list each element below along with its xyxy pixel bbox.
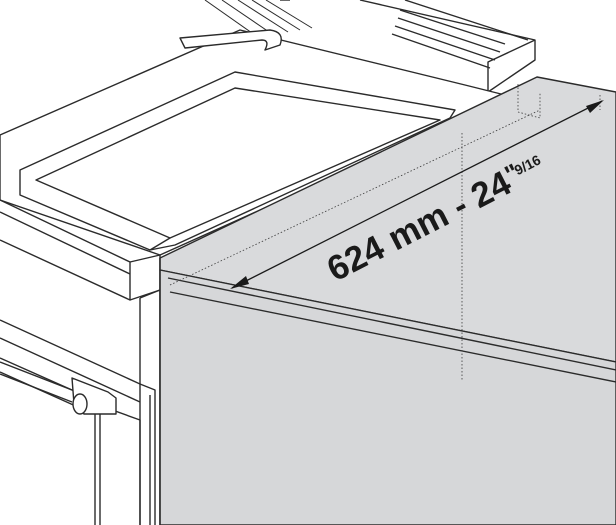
arrow-head-left bbox=[230, 276, 249, 289]
griddle-rail bbox=[179, 29, 282, 51]
oven-door-handle bbox=[0, 361, 117, 415]
back-panel bbox=[280, 0, 536, 93]
cooktop-front-lip bbox=[0, 199, 131, 301]
griddle-plate bbox=[19, 71, 456, 251]
adjacent-cabinet bbox=[159, 76, 616, 525]
dimension-arrow bbox=[230, 100, 604, 289]
oven-door bbox=[0, 319, 156, 525]
arrow-head-right bbox=[586, 100, 604, 113]
